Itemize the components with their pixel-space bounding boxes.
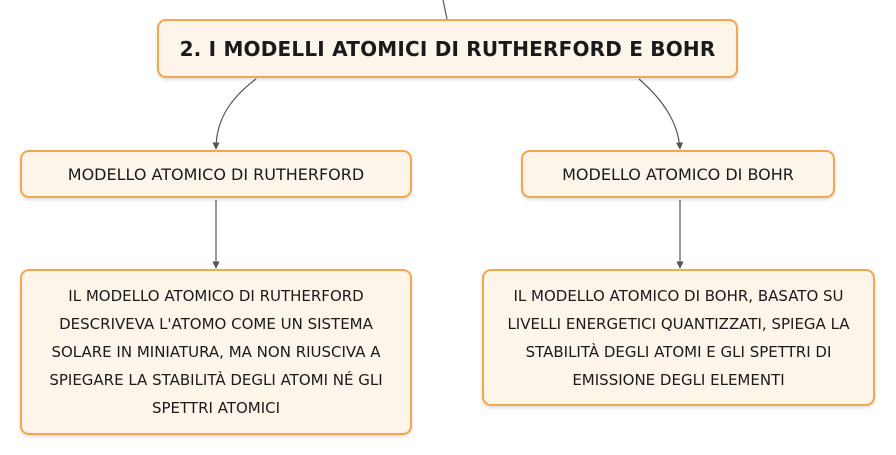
title-text: 2. I MODELLI ATOMICI DI RUTHERFORD E BOH… <box>179 36 716 61</box>
bohr-model-label: MODELLO ATOMICO DI BOHR <box>562 164 794 184</box>
connector-title-to-bohr <box>638 78 684 150</box>
rutherford-description-text: IL MODELLO ATOMICO DI RUTHERFORD DESCRIV… <box>49 287 383 417</box>
rutherford-model-node[interactable]: MODELLO ATOMICO DI RUTHERFORD <box>20 150 412 198</box>
bohr-description-node[interactable]: IL MODELLO ATOMICO DI BOHR, BASATO SU LI… <box>482 269 875 406</box>
connector-title-to-rutherford <box>212 78 257 150</box>
incoming-connector <box>442 0 448 20</box>
title-node[interactable]: 2. I MODELLI ATOMICI DI RUTHERFORD E BOH… <box>157 19 738 78</box>
bohr-description-text: IL MODELLO ATOMICO DI BOHR, BASATO SU LI… <box>507 286 850 389</box>
rutherford-description-node[interactable]: IL MODELLO ATOMICO DI RUTHERFORD DESCRIV… <box>20 269 412 435</box>
rutherford-model-label: MODELLO ATOMICO DI RUTHERFORD <box>67 164 365 184</box>
bohr-model-node[interactable]: MODELLO ATOMICO DI BOHR <box>521 150 835 198</box>
